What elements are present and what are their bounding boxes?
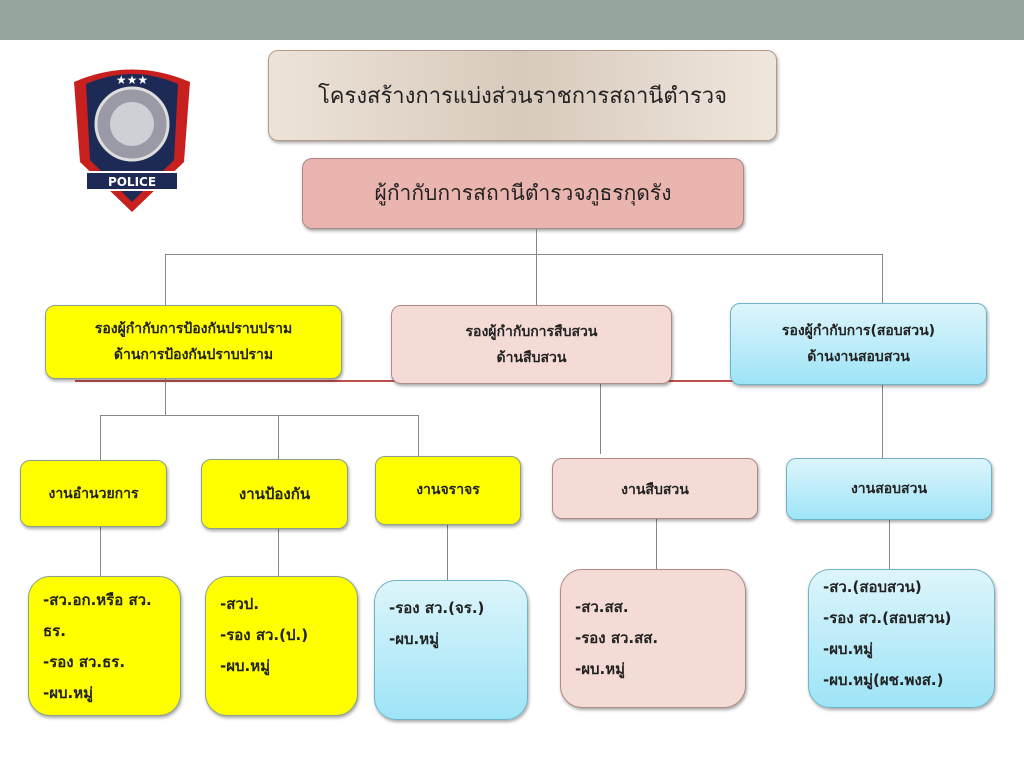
deputy-line: ด้านงานสอบสวน [807,349,910,365]
staff-item: -ผบ.หมู่(ผช.พงส.) [823,671,944,689]
staff-list-traffic: -รอง สว.(จร.) -ผบ.หมู่ [374,580,528,720]
connector [100,527,101,576]
deputy-investigation-box: รองผู้กำกับการสืบสวนด้านสืบสวน [391,305,672,384]
staff-item: -สว.อก.หรือ สว. [43,591,152,609]
connector [165,254,166,305]
unit-investigation: งานสืบสวน [552,458,758,519]
connector [889,520,890,569]
unit-administration: งานอำนวยการ [20,460,167,527]
staff-list-inquiry: -สว.(สอบสวน) -รอง สว.(สอบสวน) -ผบ.หมู่ -ผบ.… [808,569,995,708]
unit-prevention: งานป้องกัน [201,459,348,529]
svg-text:★★★: ★★★ [116,73,148,87]
staff-item: -สว.สส. [575,598,629,616]
deputy-line: รองผู้กำกับการสืบสวน [465,323,598,340]
svg-text:POLICE: POLICE [108,175,156,189]
staff-item: -ผบ.หมู่ [575,660,626,678]
deputy-prevention-box: รองผู้กำกับการป้องกันปราบปรามด้านการป้อง… [45,305,342,379]
staff-item: -สว.(สอบสวน) [823,578,922,596]
staff-list-prevention: -สวป. -รอง สว.(ป.) -ผบ.หมู่ [205,576,358,716]
unit-label: งานป้องกัน [238,485,311,503]
chief-label: ผู้กำกับการสถานีตำรวจภูธรกุดรัง [374,181,672,205]
staff-item: -รอง สว.(ป.) [220,626,309,644]
connector [100,415,101,460]
connector [165,254,883,255]
staff-item: -สวป. [220,595,260,613]
connector [447,525,448,580]
connector [536,229,537,305]
connector [278,415,279,459]
connector [600,384,601,454]
connector [882,254,883,304]
staff-list-investigation: -สว.สส. -รอง สว.สส. -ผบ.หมู่ [560,569,746,708]
unit-label: งานจราจร [416,482,480,498]
staff-item: -รอง สว.(จร.) [389,599,485,617]
unit-label: งานสอบสวน [850,481,928,497]
deputy-line: ด้านการป้องกันปราบปราม [113,347,274,363]
staff-list-administration: -สว.อก.หรือ สว. ธร. -รอง สว.ธร. -ผบ.หมู่ [28,576,181,716]
police-logo: ★★★ POLICE [64,62,200,222]
connector [100,415,418,416]
chief-box: ผู้กำกับการสถานีตำรวจภูธรกุดรัง [302,158,744,229]
deputy-line: รองผู้กำกับการป้องกันปราบปราม [94,321,293,337]
connector [165,379,166,415]
chart-title: โครงสร้างการแบ่งส่วนราชการสถานีตำรวจ [317,84,728,109]
staff-item: ธร. [43,622,66,640]
title-box: โครงสร้างการแบ่งส่วนราชการสถานีตำรวจ [268,50,777,141]
unit-label: งานอำนวยการ [48,485,139,502]
deputy-inquiry-box: รองผู้กำกับการ(สอบสวน) ด้านงานสอบสวน [730,303,987,385]
deputy-line: รองผู้กำกับการ(สอบสวน) [781,323,936,339]
connector [656,519,657,569]
staff-item: -รอง สว.(สอบสวน) [823,609,952,627]
connector [278,529,279,576]
staff-item: -รอง สว.ธร. [43,653,126,671]
connector [882,385,883,458]
top-bar [0,0,1024,40]
deputy-line: ด้านสืบสวน [496,349,567,366]
staff-item: -ผบ.หมู่ [823,640,874,658]
staff-item: -ผบ.หมู่ [389,630,440,648]
unit-inquiry: งานสอบสวน [786,458,992,520]
staff-item: -รอง สว.สส. [575,629,659,647]
connector [418,415,419,456]
unit-label: งานสืบสวน [621,482,689,498]
staff-item: -ผบ.หมู่ [43,684,94,702]
unit-traffic: งานจราจร [375,456,521,525]
staff-item: -ผบ.หมู่ [220,657,271,675]
